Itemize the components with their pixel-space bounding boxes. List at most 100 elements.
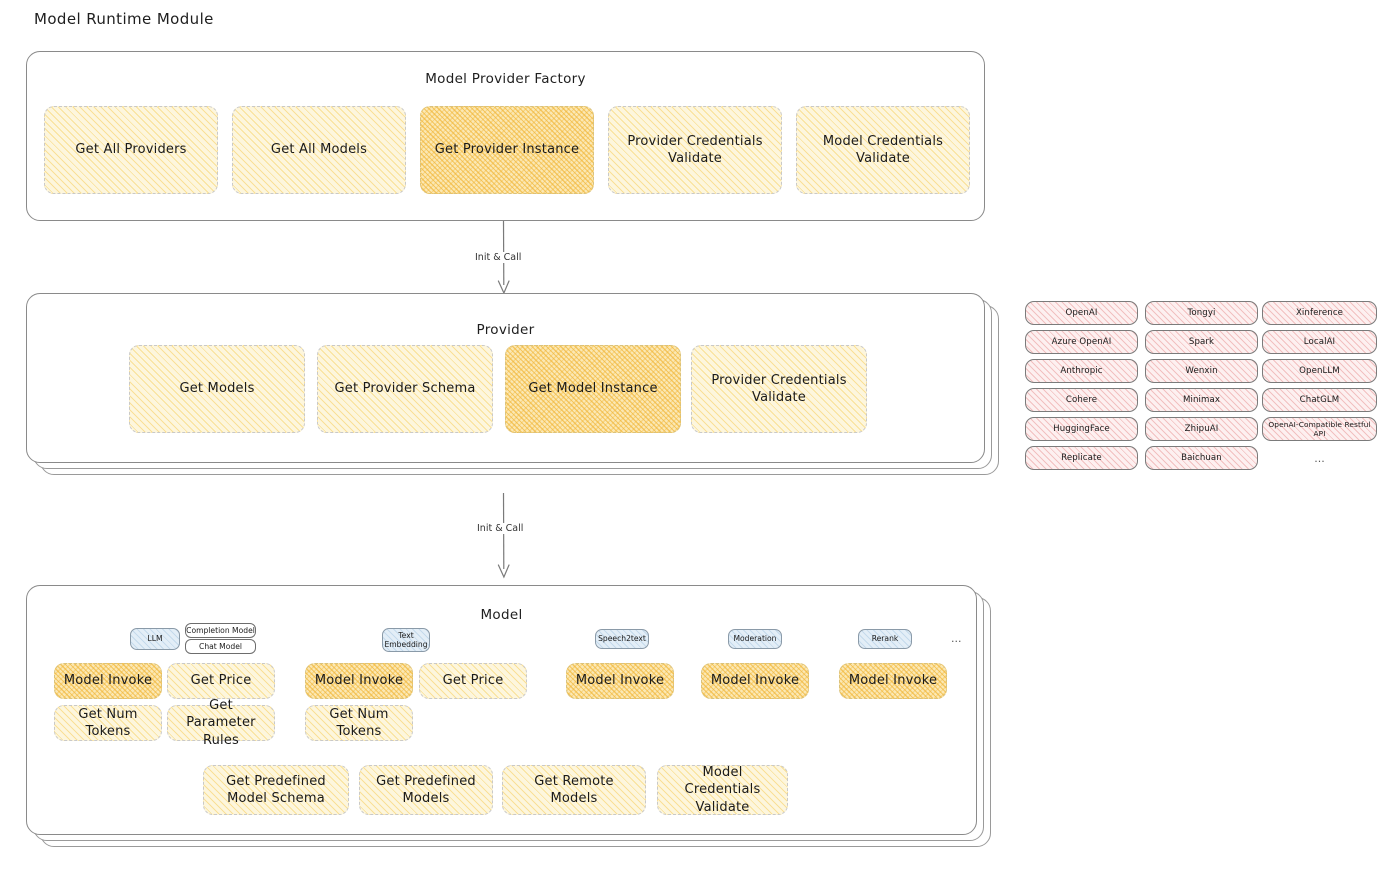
model-subtype-completion-model[interactable]: Completion Model: [185, 623, 256, 638]
node-label: Get Num Tokens: [329, 706, 389, 739]
model-subtype-chat-model[interactable]: Chat Model: [185, 639, 256, 654]
provider-chip-huggingface[interactable]: HuggingFace: [1025, 417, 1138, 441]
arrow-icon: [497, 492, 510, 579]
node-model-credentials-validate-3[interactable]: Model Credentials Validate: [657, 765, 788, 815]
node-label: Provider Credentials Validate: [627, 133, 763, 166]
node-label: Model Invoke: [848, 673, 938, 689]
arrow-label-init-and-call-1: Init & Call: [472, 252, 525, 263]
node-llm-get-price[interactable]: Get Price: [167, 663, 275, 699]
provider-chip-spark[interactable]: Spark: [1145, 330, 1258, 354]
provider-chip-chatglm[interactable]: ChatGLM: [1262, 388, 1377, 412]
node-llm-get-parameter-rules[interactable]: Get Parameter Rules: [167, 698, 275, 748]
provider-chip-minimax[interactable]: Minimax: [1145, 388, 1258, 412]
node-get-remote-models[interactable]: Get Remote Models: [502, 765, 646, 815]
node-label: Get Model Instance: [528, 381, 658, 397]
badge-label: Text Embedding: [384, 630, 428, 649]
model-type-badge-speech2text[interactable]: Speech2text: [595, 629, 649, 649]
node-text-embedding-get-num-tokens[interactable]: Get Num Tokens: [305, 705, 413, 741]
model-type-badge-rerank[interactable]: Rerank: [858, 629, 912, 649]
node-label: Get Provider Schema: [334, 381, 476, 397]
chip-label: ZhipuAI: [1184, 424, 1219, 434]
arrow-provider-to-model: [486, 492, 522, 583]
node-label: Model Credentials Validate: [822, 133, 944, 166]
node-label: Model Invoke: [710, 673, 800, 689]
node-label: Get Parameter Rules: [186, 698, 256, 748]
node-label: Provider Credentials Validate: [711, 372, 847, 405]
node-label: Get Models: [179, 381, 255, 397]
node-label: Get Remote Models: [534, 773, 614, 806]
node-text-embedding-model-invoke[interactable]: Model Invoke: [305, 663, 413, 699]
provider-chip-openllm[interactable]: OpenLLM: [1262, 359, 1377, 383]
node-get-model-instance[interactable]: Get Model Instance: [505, 345, 681, 433]
chip-label: OpenAI-Compatible Restful API: [1268, 420, 1371, 438]
provider-chip-zhipuai[interactable]: ZhipuAI: [1145, 417, 1258, 441]
provider-list-ellipsis: ...: [1314, 452, 1325, 465]
node-provider-credentials-validate[interactable]: Provider Credentials Validate: [608, 106, 782, 194]
node-label: Get Predefined Model Schema: [226, 773, 326, 806]
node-label: Model Invoke: [63, 673, 153, 689]
provider-chip-openai[interactable]: OpenAI: [1025, 301, 1138, 325]
provider-chip-cohere[interactable]: Cohere: [1025, 388, 1138, 412]
node-llm-get-num-tokens[interactable]: Get Num Tokens: [54, 705, 162, 741]
provider-chip-openai-compatible-restful-api[interactable]: OpenAI-Compatible Restful API: [1262, 417, 1377, 441]
model-type-badge-text-embedding[interactable]: Text Embedding: [382, 628, 430, 652]
node-get-all-models[interactable]: Get All Models: [232, 106, 406, 194]
provider-chip-wenxin[interactable]: Wenxin: [1145, 359, 1258, 383]
node-moderation-model-invoke[interactable]: Model Invoke: [701, 663, 809, 699]
node-provider-credentials-validate-2[interactable]: Provider Credentials Validate: [691, 345, 867, 433]
chip-label: Wenxin: [1185, 366, 1218, 376]
node-label: Get All Providers: [75, 142, 187, 158]
provider-chip-xinference[interactable]: Xinference: [1262, 301, 1377, 325]
page-title: Model Runtime Module: [34, 10, 214, 28]
node-label: Get All Models: [270, 142, 368, 158]
node-label: Get Price: [190, 673, 252, 689]
chip-label: Minimax: [1182, 395, 1221, 405]
chip-label: Tongyi: [1187, 308, 1216, 318]
arrow-label-init-and-call-2: Init & Call: [474, 523, 527, 534]
node-get-all-providers[interactable]: Get All Providers: [44, 106, 218, 194]
node-llm-model-invoke[interactable]: Model Invoke: [54, 663, 162, 699]
node-label: Get Provider Instance: [434, 142, 580, 158]
node-label: Get Predefined Models: [376, 773, 476, 806]
provider-chip-baichuan[interactable]: Baichuan: [1145, 446, 1258, 470]
badge-label: LLM: [147, 634, 163, 644]
model-type-badge-moderation[interactable]: Moderation: [728, 629, 782, 649]
provider-chip-tongyi[interactable]: Tongyi: [1145, 301, 1258, 325]
node-rerank-model-invoke[interactable]: Model Invoke: [839, 663, 947, 699]
chip-label: OpenLLM: [1299, 366, 1340, 376]
model-title: Model: [480, 607, 523, 623]
provider-title: Provider: [476, 322, 535, 338]
node-label: Model Invoke: [314, 673, 404, 689]
node-speech2text-model-invoke[interactable]: Model Invoke: [566, 663, 674, 699]
node-get-provider-schema[interactable]: Get Provider Schema: [317, 345, 493, 433]
provider-chip-azure-openai[interactable]: Azure OpenAI: [1025, 330, 1138, 354]
model-types-ellipsis: ...: [951, 632, 962, 645]
provider-chip-replicate[interactable]: Replicate: [1025, 446, 1138, 470]
node-label: Get Num Tokens: [78, 706, 138, 739]
chip-label: Cohere: [1065, 395, 1098, 405]
node-get-provider-instance[interactable]: Get Provider Instance: [420, 106, 594, 194]
node-get-predefined-models[interactable]: Get Predefined Models: [359, 765, 493, 815]
badge-label: Speech2text: [598, 634, 646, 644]
model-type-badge-llm[interactable]: LLM: [130, 628, 180, 650]
badge-label: Rerank: [871, 634, 899, 644]
node-label: Model Credentials Validate: [684, 765, 761, 815]
provider-chip-localai[interactable]: LocalAI: [1262, 330, 1377, 354]
chip-label: HuggingFace: [1053, 424, 1110, 434]
provider-chip-anthropic[interactable]: Anthropic: [1025, 359, 1138, 383]
chip-label: Replicate: [1061, 453, 1102, 463]
node-model-credentials-validate[interactable]: Model Credentials Validate: [796, 106, 970, 194]
chip-label: Baichuan: [1181, 453, 1222, 463]
node-label: Model Invoke: [575, 673, 665, 689]
node-get-predefined-model-schema[interactable]: Get Predefined Model Schema: [203, 765, 349, 815]
badge-label: Completion Model: [186, 626, 255, 635]
chip-label: LocalAI: [1303, 337, 1336, 347]
badge-label: Chat Model: [199, 642, 242, 651]
node-get-models[interactable]: Get Models: [129, 345, 305, 433]
chip-label: Spark: [1188, 337, 1215, 347]
model-provider-factory-title: Model Provider Factory: [425, 71, 586, 87]
chip-label: Xinference: [1295, 308, 1344, 318]
node-text-embedding-get-price[interactable]: Get Price: [419, 663, 527, 699]
badge-label: Moderation: [733, 634, 777, 644]
chip-label: Azure OpenAI: [1051, 337, 1112, 347]
